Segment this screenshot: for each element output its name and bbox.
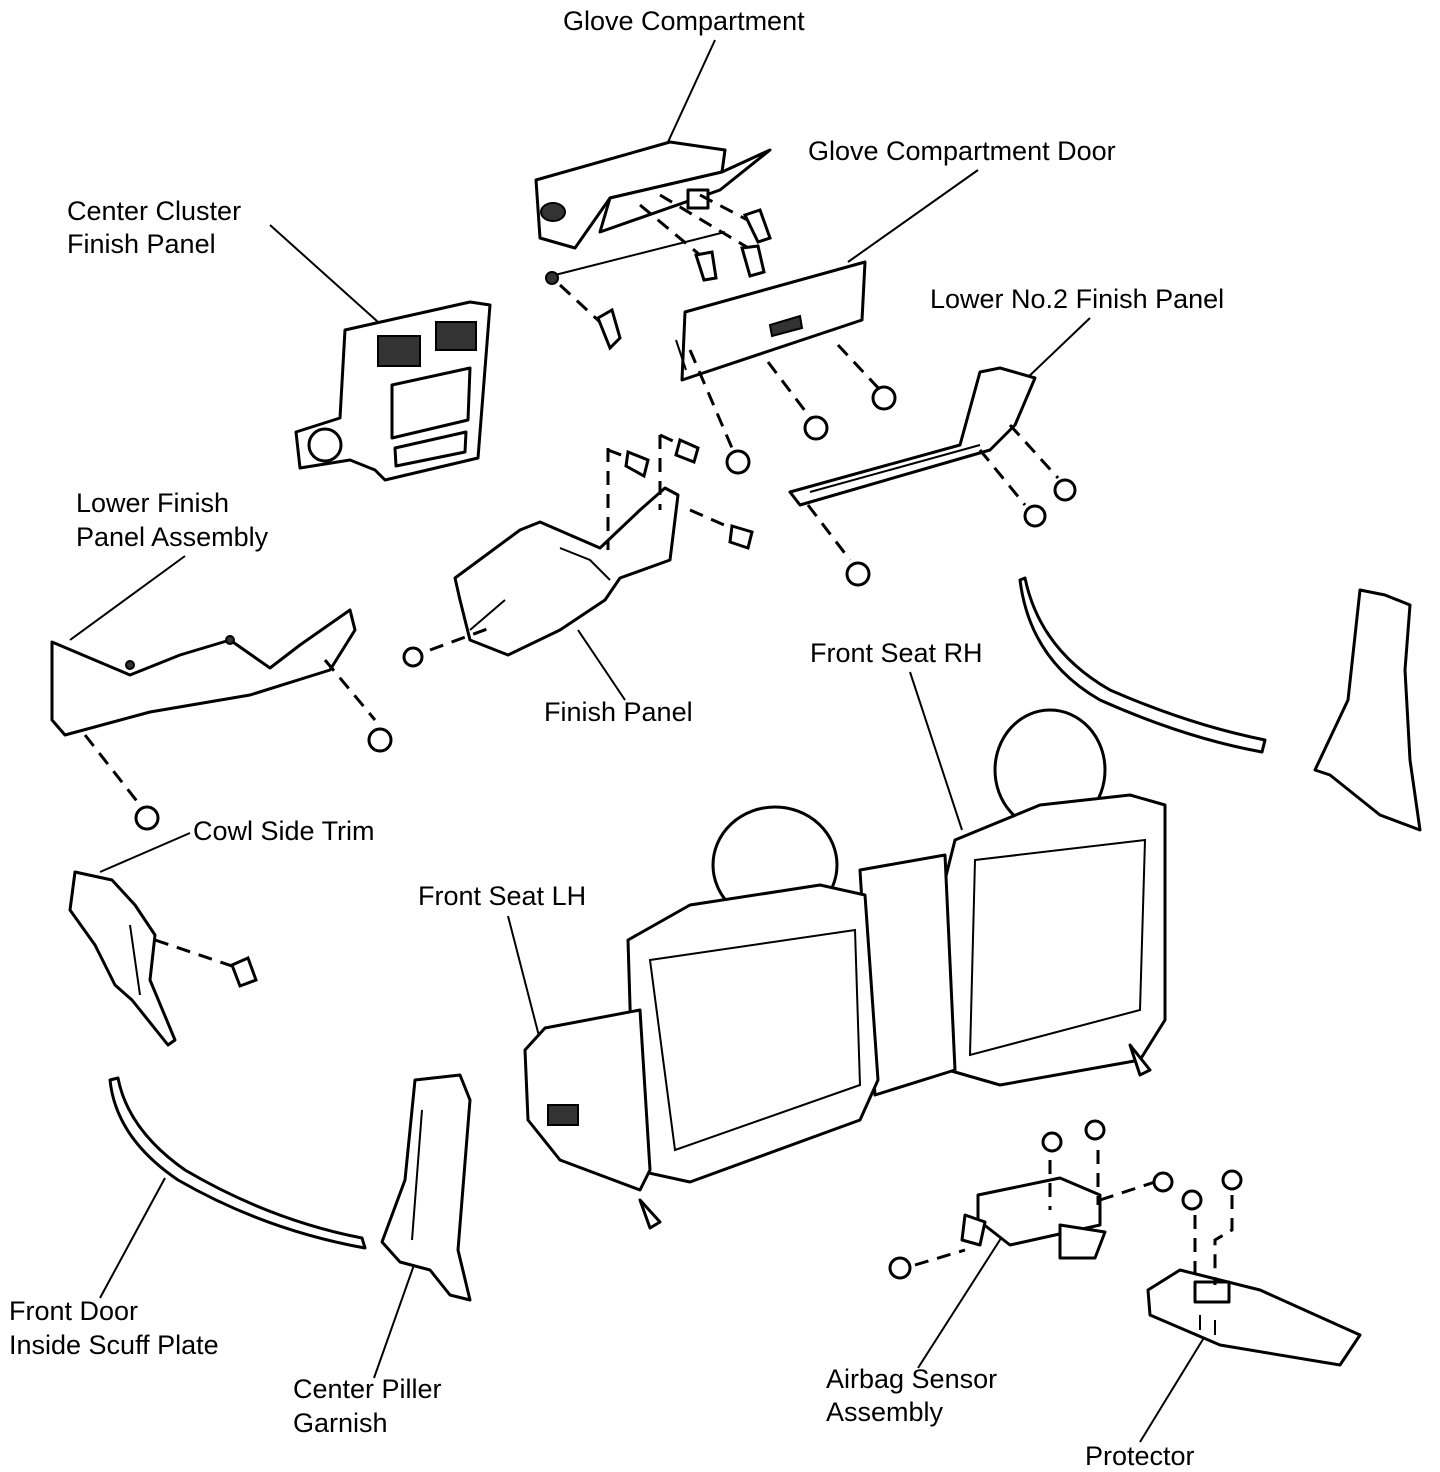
bolt-2 bbox=[1053, 478, 1077, 502]
label-center-cluster-line1: Center Cluster bbox=[67, 196, 241, 226]
cowl-side-trim bbox=[68, 870, 177, 1047]
label-airbag-line1: Airbag Sensor bbox=[826, 1364, 997, 1394]
fasteners bbox=[134, 208, 1243, 1280]
screw-2 bbox=[674, 437, 700, 464]
center-pillar-garnish bbox=[380, 1073, 472, 1302]
screw-3 bbox=[728, 524, 754, 550]
glove-compartment bbox=[534, 140, 772, 285]
assembly-dashed-lines bbox=[83, 193, 1234, 1285]
clip-4 bbox=[742, 208, 772, 244]
bolt-11 bbox=[888, 1256, 912, 1280]
glove-compartment-door bbox=[675, 260, 867, 382]
lower-no2-finish-panel bbox=[788, 366, 1037, 507]
label-pillar-line1: Center Piller bbox=[293, 1374, 442, 1404]
bolt-3 bbox=[845, 561, 871, 587]
finish-panel bbox=[453, 486, 680, 657]
clip-1 bbox=[596, 307, 622, 351]
center-cluster-finish-panel bbox=[294, 300, 492, 482]
stopper-2 bbox=[803, 415, 829, 441]
screw-4 bbox=[402, 646, 424, 668]
screw-1 bbox=[624, 449, 650, 479]
label-lower-finish-line1: Lower Finish bbox=[76, 488, 229, 518]
label-cowl-side-trim: Cowl Side Trim bbox=[193, 816, 375, 846]
rh-pillar-garnish bbox=[1313, 588, 1422, 832]
label-scuff-line1: Front Door bbox=[9, 1296, 138, 1326]
bolt-6 bbox=[1041, 1131, 1063, 1153]
bolt-10 bbox=[1221, 1169, 1243, 1191]
clip-5 bbox=[230, 955, 258, 988]
front-door-inside-scuff-plate bbox=[108, 1076, 367, 1250]
label-protector: Protector bbox=[1085, 1441, 1195, 1471]
label-front-seat-rh: Front Seat RH bbox=[810, 638, 983, 668]
protector bbox=[1146, 1268, 1362, 1367]
bolt-8 bbox=[1152, 1171, 1174, 1193]
label-pillar-line2: Garnish bbox=[293, 1408, 388, 1438]
stopper-1 bbox=[725, 449, 751, 475]
label-lower-no2-finish-panel: Lower No.2 Finish Panel bbox=[930, 284, 1224, 314]
leader-lines bbox=[69, 39, 1206, 1443]
label-lower-finish-line2: Panel Assembly bbox=[76, 522, 269, 552]
clip-2 bbox=[694, 250, 718, 282]
stopper-3 bbox=[871, 385, 897, 411]
front-seat-lh bbox=[523, 805, 880, 1230]
bolt-4 bbox=[367, 727, 393, 753]
label-glove-compartment: Glove Compartment bbox=[563, 6, 805, 36]
label-front-seat-lh: Front Seat LH bbox=[418, 881, 586, 911]
rh-scuff-plate bbox=[1018, 576, 1267, 754]
front-seat-rh bbox=[938, 708, 1167, 1087]
lower-finish-panel-assembly bbox=[50, 608, 357, 737]
bolt-9 bbox=[1181, 1189, 1203, 1211]
label-center-cluster-line2: Finish Panel bbox=[67, 229, 216, 259]
label-finish-panel: Finish Panel bbox=[544, 697, 693, 727]
airbag-sensor-assembly bbox=[960, 1176, 1107, 1260]
bolt-7 bbox=[1084, 1119, 1106, 1141]
label-glove-compartment-door: Glove Compartment Door bbox=[808, 136, 1116, 166]
clip-3 bbox=[740, 244, 766, 278]
label-scuff-line2: Inside Scuff Plate bbox=[9, 1330, 219, 1360]
label-airbag-line2: Assembly bbox=[826, 1397, 944, 1427]
bolt-5 bbox=[134, 805, 160, 831]
bolt-1 bbox=[1023, 504, 1047, 528]
